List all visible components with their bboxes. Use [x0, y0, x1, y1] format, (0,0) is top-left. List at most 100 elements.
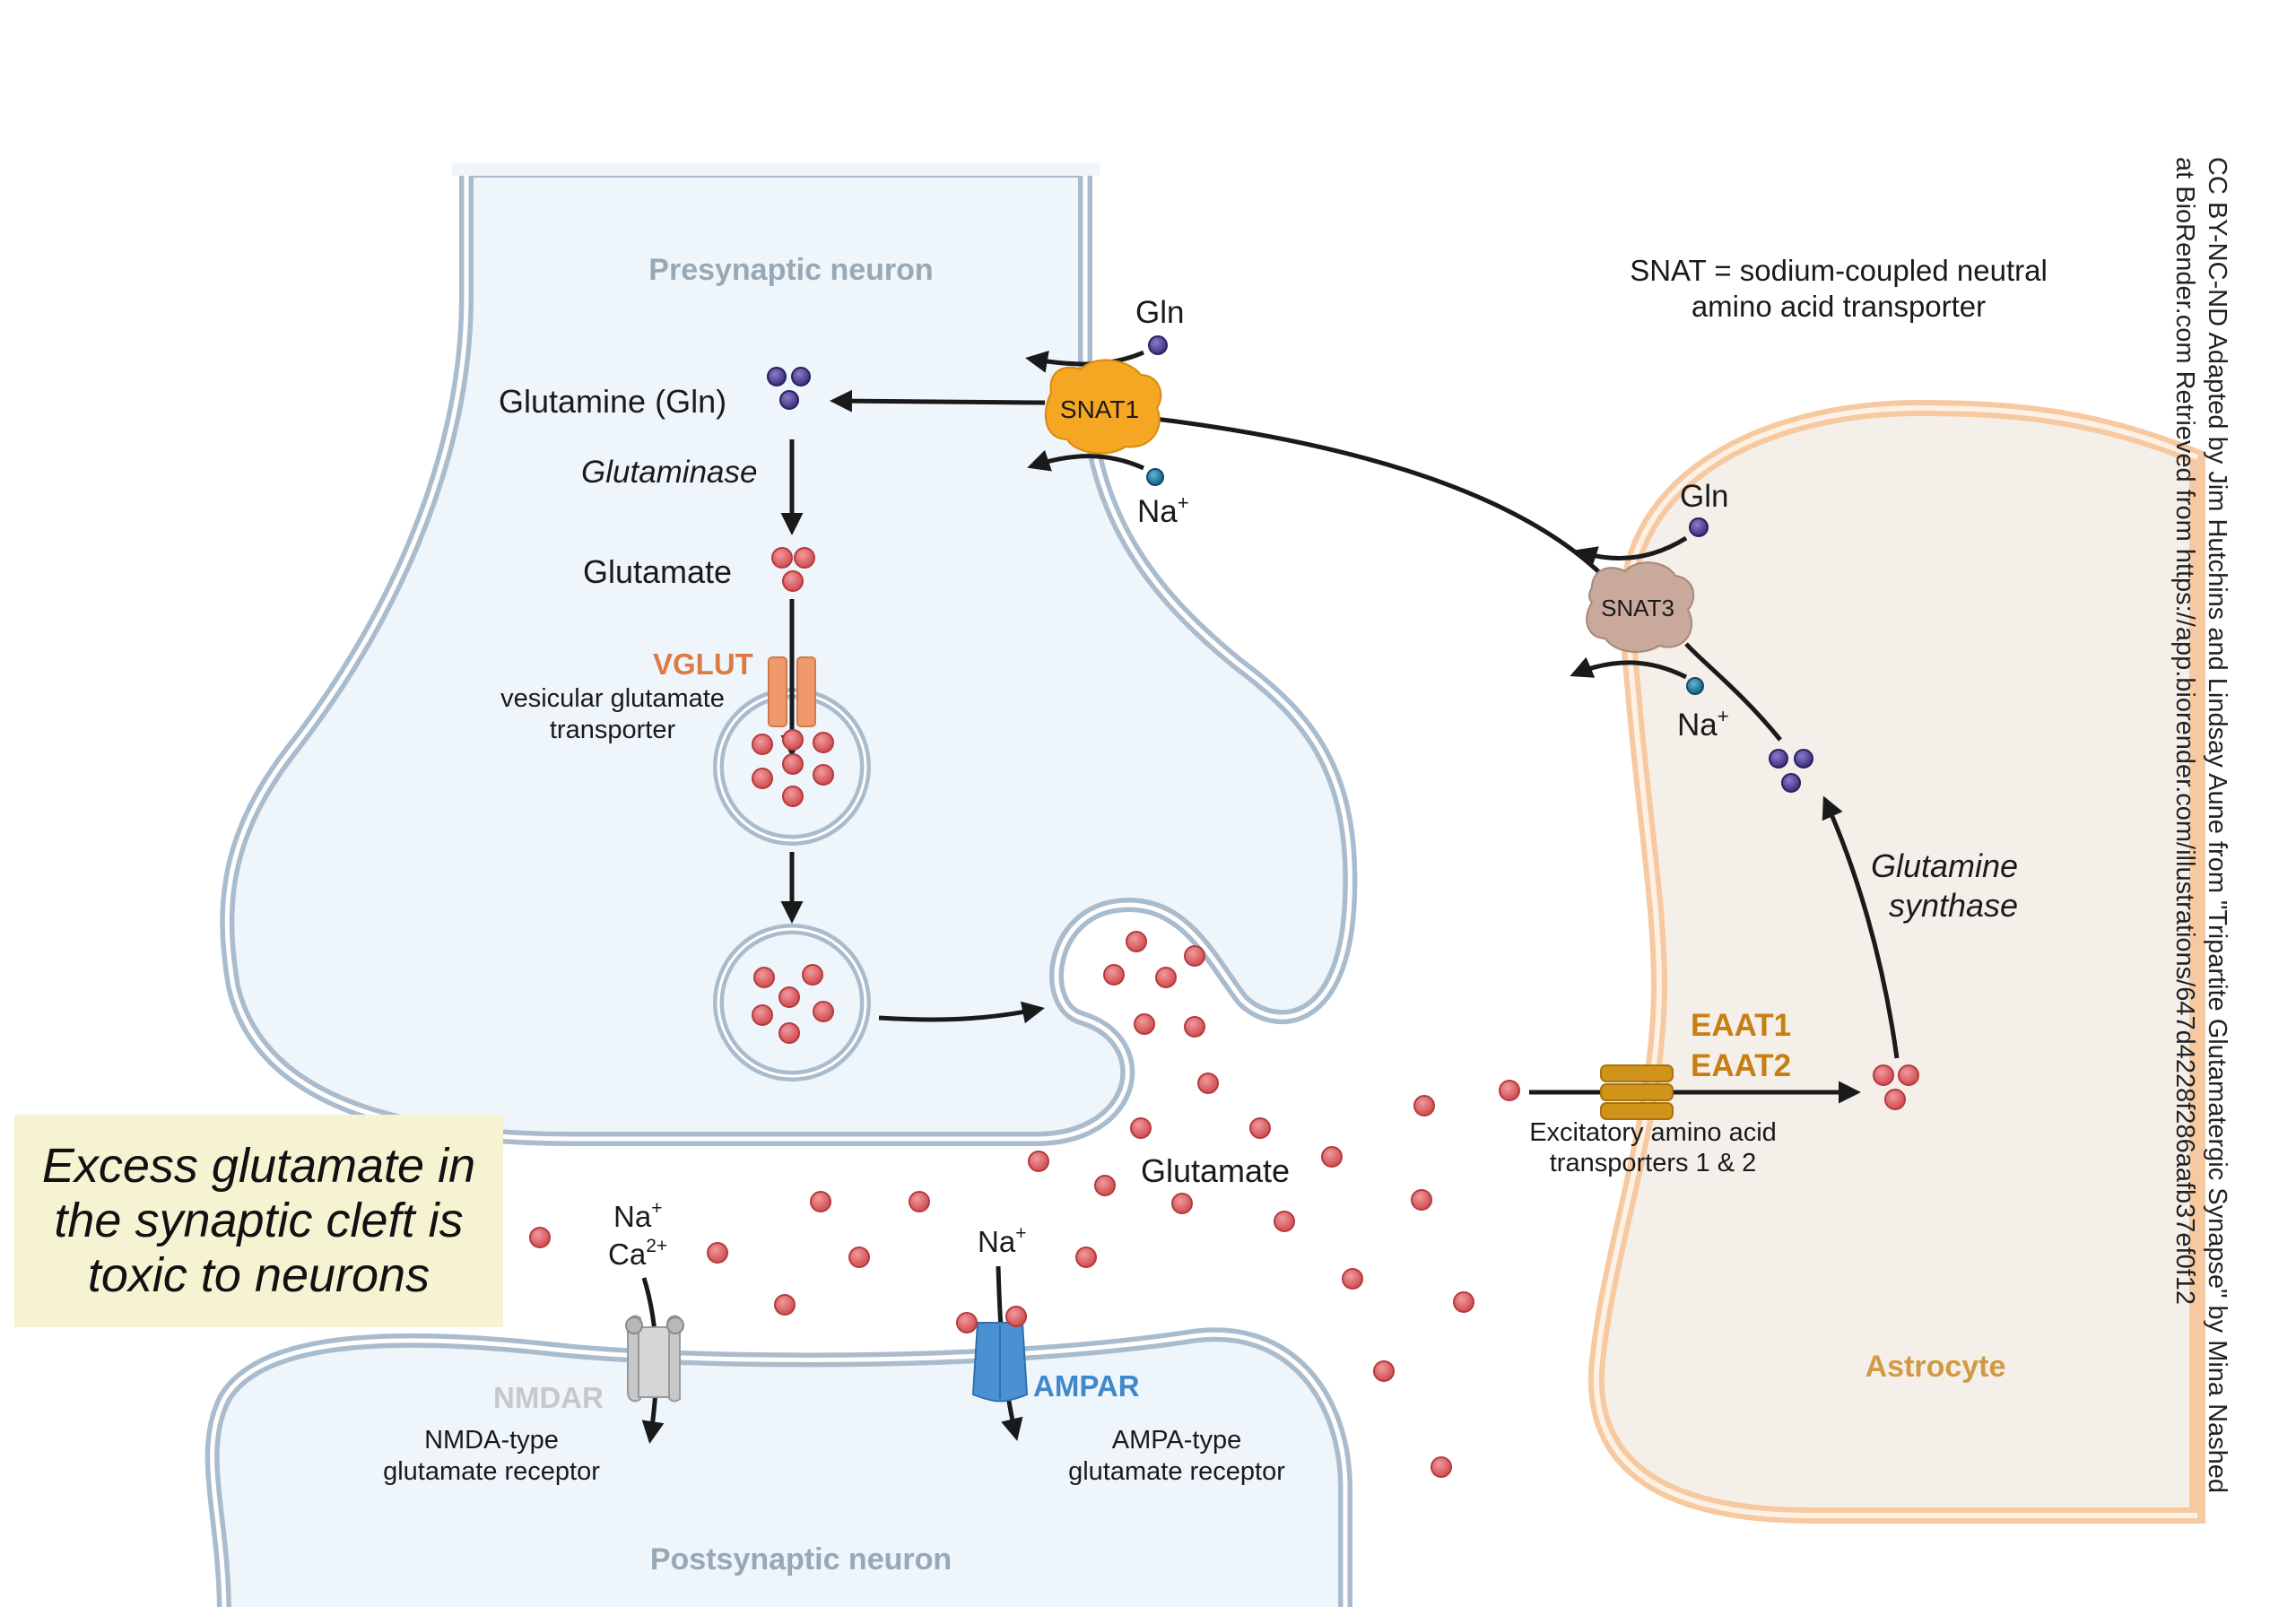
transporter-icon	[768, 656, 787, 727]
glutamate-molecule-icon	[778, 1022, 800, 1044]
snat3-label: SNAT3	[1601, 595, 1674, 621]
glutamine-molecule-icon	[767, 367, 787, 387]
eaat-desc-2: transporters 1 & 2	[1550, 1149, 1757, 1177]
postsynaptic-neuron	[204, 1327, 1352, 1607]
glutamate-molecule-icon	[1411, 1189, 1432, 1211]
glutamate-molecule-icon	[1134, 1013, 1155, 1035]
gln-astro-label: Gln	[1680, 479, 1728, 514]
glutamate-molecule-icon	[771, 547, 793, 569]
axon-cut	[452, 163, 1100, 176]
transporter-icon	[1586, 561, 1695, 653]
na-astro-label: Na+	[1677, 705, 1729, 743]
glutamine-molecule-icon	[1769, 749, 1788, 769]
glutamate-molecule-icon	[1873, 1064, 1894, 1086]
transporter-icon	[1600, 1064, 1674, 1082]
glutamate-molecule-icon	[778, 986, 800, 1008]
glutamine-synthase-2: synthase	[1889, 887, 2018, 924]
arrow-icon	[878, 1001, 1045, 1024]
astrocyte-label: Astrocyte	[1866, 1350, 2006, 1384]
ampar-receptor	[971, 1322, 1029, 1403]
glutamate-molecule-icon	[1342, 1268, 1363, 1290]
glutamate-molecule-icon	[1155, 967, 1177, 988]
postsynaptic-label: Postsynaptic neuron	[650, 1542, 952, 1577]
glutamate-molecule-icon	[529, 1227, 551, 1248]
snat1-transporter	[1044, 359, 1162, 455]
nmdar-desc-2: glutamate receptor	[383, 1457, 600, 1486]
glutaminase-label: Glutaminase	[581, 455, 757, 490]
toxicity-callout: Excess glutamate in the synaptic cleft i…	[14, 1115, 503, 1327]
ampa-na-label: Na+	[978, 1223, 1026, 1258]
glutamate-molecule-icon	[774, 1294, 796, 1316]
vglut-transporter	[768, 656, 816, 727]
arrows	[641, 350, 1900, 1444]
nmdar-receptor	[625, 1315, 684, 1403]
snat-definition-2: amino acid transporter	[1692, 290, 1986, 323]
glutamate-molecule-icon	[1103, 964, 1125, 986]
glutamate-molecule-icon	[1126, 931, 1147, 952]
glutamine-molecule-icon	[779, 390, 799, 410]
sodium-ion-icon	[1146, 468, 1164, 486]
arrow-icon	[1574, 535, 1688, 569]
ampar-desc-1: AMPA-type	[1112, 1426, 1242, 1455]
astrocyte-cell	[1587, 399, 2205, 1524]
sodium-ion-icon	[1686, 677, 1704, 695]
eaat-transporter	[1600, 1064, 1674, 1120]
glutamate-molecule-icon	[813, 764, 834, 786]
nmdar-desc-1: NMDA-type	[424, 1426, 559, 1455]
transporter-icon	[1600, 1083, 1674, 1101]
glutamate-molecule-icon	[802, 964, 823, 986]
glutamate-molecule-icon	[813, 732, 834, 753]
glutamine-label: Glutamine (Gln)	[499, 383, 726, 420]
ampar-desc-2: glutamate receptor	[1068, 1457, 1285, 1486]
glutamate-molecule-icon	[753, 967, 775, 988]
sodium-ions	[1146, 468, 1704, 695]
glutamate-molecule-icon	[1413, 1095, 1435, 1116]
glutamine-molecule-icon	[1781, 773, 1801, 793]
glutamate-molecule-icon	[1094, 1175, 1116, 1196]
glutamate-molecules	[529, 547, 1919, 1478]
glutamate-molecule-icon	[1130, 1117, 1152, 1139]
glutamate-molecule-icon	[1249, 1117, 1271, 1139]
glutamate-molecule-icon	[848, 1247, 870, 1268]
glutamate-molecule-icon	[794, 547, 815, 569]
glutamate-molecule-icon	[752, 1004, 773, 1026]
glutamate-molecule-icon	[782, 570, 804, 592]
vglut-desc-1: vesicular glutamate	[500, 684, 725, 713]
credit-attribution: CC BY-NC-ND Adapted by Jim Hutchins and …	[2170, 157, 2231, 1494]
transporter-icon	[1600, 1102, 1674, 1120]
glutamate-molecule-icon	[1884, 1089, 1906, 1110]
glutamate-molecule-icon	[752, 768, 773, 789]
arrow-icon	[1147, 415, 1603, 576]
glutamate-molecule-icon	[956, 1312, 978, 1333]
glutamate-molecule-icon	[1898, 1064, 1919, 1086]
glutamine-molecule-icon	[1689, 517, 1709, 537]
toxicity-callout-text: Excess glutamate in the synaptic cleft i…	[41, 1139, 476, 1302]
glutamine-synthase-1: Glutamine	[1871, 847, 2018, 884]
vglut-desc-2: transporter	[550, 716, 676, 744]
gln-top-label: Gln	[1135, 295, 1184, 330]
arrow-icon	[1684, 642, 1782, 742]
glutamate-molecule-icon	[707, 1242, 728, 1264]
ampar-label: AMPAR	[1033, 1369, 1140, 1403]
glutamate-molecule-icon	[909, 1191, 930, 1212]
transporter-icon	[796, 656, 816, 727]
glutamate-molecule-icon	[1499, 1080, 1520, 1101]
glutamate-molecule-icon	[1373, 1360, 1395, 1382]
glutamine-molecules	[767, 335, 1813, 793]
glutamine-molecule-icon	[1148, 335, 1168, 355]
glutamate-label-pre: Glutamate	[583, 553, 732, 590]
glutamate-molecule-icon	[1028, 1151, 1049, 1172]
arrow-icon	[1027, 449, 1145, 472]
na-top-label: Na+	[1137, 491, 1189, 529]
presynaptic-label: Presynaptic neuron	[648, 253, 933, 287]
glutamate-molecule-icon	[1075, 1247, 1097, 1268]
arrow-icon	[1570, 656, 1688, 680]
nmdar-label: NMDAR	[493, 1381, 604, 1414]
glutamate-molecule-icon	[1453, 1291, 1474, 1313]
glutamate-molecule-icon	[1005, 1306, 1027, 1327]
glutamate-molecule-icon	[1321, 1146, 1343, 1168]
glutamate-molecule-icon	[1171, 1193, 1193, 1214]
glutamate-molecule-icon	[1431, 1456, 1452, 1478]
glutamate-molecule-icon	[782, 786, 804, 807]
